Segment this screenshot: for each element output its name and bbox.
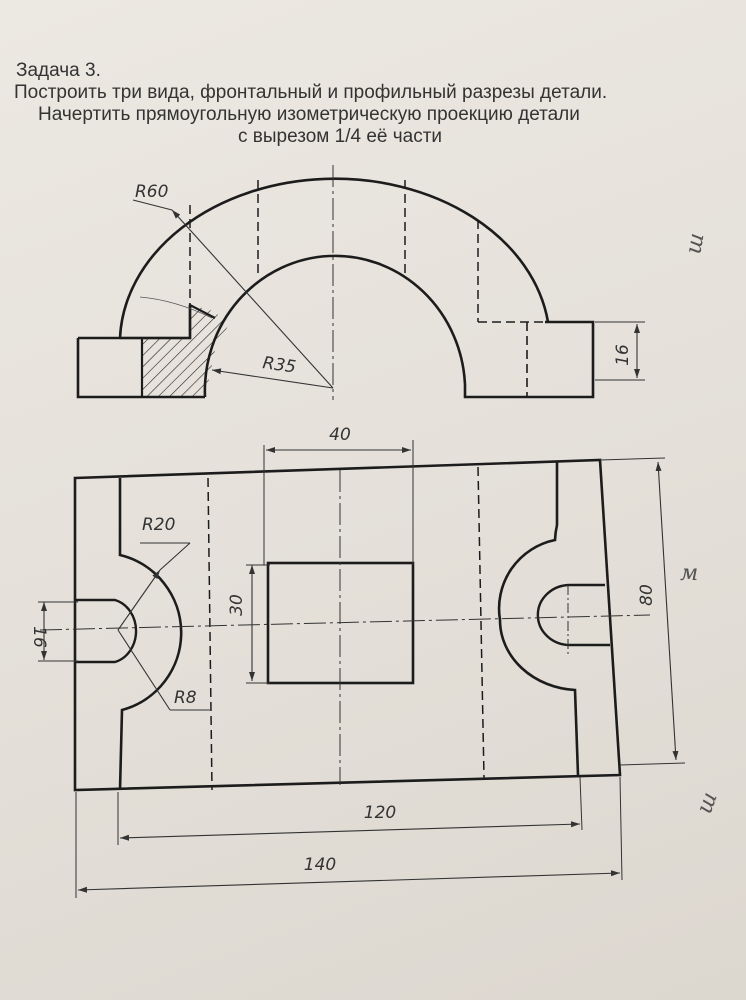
margin-mark-1: ш (681, 231, 709, 256)
dim140-line (77, 870, 621, 893)
r20-label: R20 (142, 515, 175, 535)
task-heading: Задача 3. (16, 60, 101, 81)
top-left-hole (75, 598, 138, 664)
r8-label: R8 (174, 688, 197, 708)
r20-leader (117, 569, 161, 631)
task-line-1: Построить три вида, фронтальный и профил… (14, 82, 608, 103)
dim120-label: 120 (364, 803, 396, 823)
top-view: 40 30 R20 R8 16 80 120 140 (29, 425, 686, 898)
front-construction-arc (139, 296, 213, 319)
r8-leader (117, 629, 171, 711)
dim80-ext-bot (619, 762, 686, 766)
dim30-label: 30 (227, 594, 247, 616)
dim80-line (655, 461, 679, 761)
top-h-center-line (39, 614, 651, 631)
dim120-line (119, 821, 581, 841)
front-step-left (120, 303, 216, 340)
dim80-ext-top (599, 457, 666, 461)
dim140-ext-r (619, 776, 623, 881)
dim80-label: 80 (637, 584, 657, 606)
r20-shelf (159, 542, 191, 571)
r35-leader (211, 368, 334, 389)
r35-label: R35 (261, 353, 297, 377)
front-hidden-lines (189, 180, 545, 323)
dim140-label: 140 (304, 855, 336, 875)
dim120-ext-r (579, 776, 583, 831)
task-line-2: Начертить прямоугольную изометрическую п… (38, 104, 580, 125)
top-right-hole (536, 583, 610, 647)
top-hidden-lines (207, 466, 485, 791)
top-hole-width-label: 16 (29, 626, 49, 648)
task-line-3: с вырезом 1/4 её части (238, 126, 443, 147)
front-view: R60 R35 16 (76, 165, 645, 400)
margin-mark-2: м (680, 561, 698, 586)
front-section-hatch (142, 305, 230, 397)
top-left-contour (118, 478, 183, 791)
top-outline (73, 458, 622, 792)
r60-shelf (132, 199, 173, 211)
r60-label: R60 (135, 182, 168, 202)
r60-leader (171, 209, 334, 389)
front-height-label: 16 (613, 344, 633, 366)
front-outer-arc (118, 177, 550, 339)
dim40-label: 40 (329, 425, 351, 445)
top-right-contour (497, 462, 580, 776)
margin-mark-3: ш (692, 789, 723, 817)
front-inner-arc (203, 254, 467, 398)
